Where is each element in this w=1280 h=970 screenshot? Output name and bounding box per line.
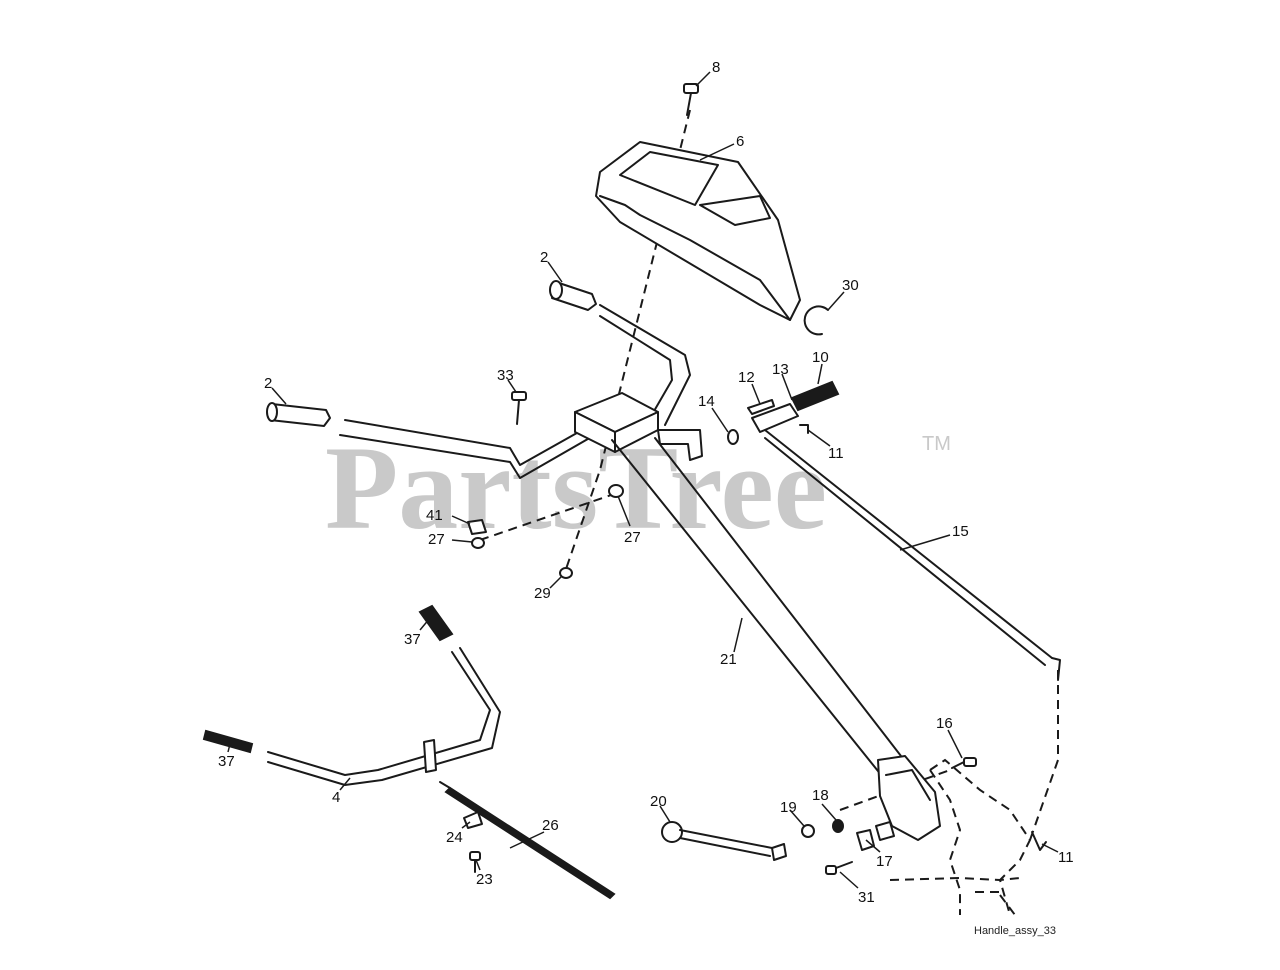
leader-lines — [227, 71, 1059, 889]
watermark-text: PartsTree — [325, 421, 827, 554]
callout-4: 4 — [332, 789, 340, 806]
cotter-pin-11 — [1031, 831, 1047, 851]
callout-13: 13 — [772, 361, 789, 378]
callout-labels: 8 6 2 30 2 33 12 13 10 14 11 15 41 27 27… — [218, 59, 1074, 906]
callout-37: 37 — [404, 631, 421, 648]
shift-rod-20 — [661, 821, 787, 861]
main-handle-tube-21 — [611, 437, 941, 841]
callout-33: 33 — [497, 367, 514, 384]
callout-6: 6 — [736, 133, 744, 150]
callout-26: 26 — [542, 817, 559, 834]
callout-21: 21 — [720, 651, 737, 668]
small-hardware — [467, 484, 624, 579]
callout-30: 30 — [842, 277, 859, 294]
callout-23: 23 — [476, 871, 493, 888]
pivot-hardware — [801, 757, 977, 875]
control-rod-15 — [764, 429, 1061, 681]
callout-27: 27 — [428, 531, 445, 548]
callout-20: 20 — [650, 793, 667, 810]
callout-2: 2 — [540, 249, 548, 266]
lower-drive-lever-4 — [202, 604, 501, 786]
handle-bracket — [574, 392, 703, 461]
transmission-outline — [889, 758, 1032, 916]
callout-11: 11 — [828, 445, 844, 462]
callout-27: 27 — [624, 529, 641, 546]
callout-12: 12 — [738, 369, 755, 386]
lever-pivot-parts — [727, 380, 840, 445]
callout-14: 14 — [698, 393, 715, 410]
callout-17: 17 — [876, 853, 893, 870]
bolt-33 — [511, 391, 527, 425]
watermark-trademark: TM — [922, 433, 951, 455]
callout-18: 18 — [812, 787, 829, 804]
callout-2: 2 — [264, 375, 272, 392]
bolt-8 — [683, 83, 699, 116]
callout-37: 37 — [218, 753, 235, 770]
clip-ring-30 — [803, 305, 829, 336]
handle-grip-right — [549, 280, 597, 311]
upper-handlebar — [339, 304, 691, 479]
callout-29: 29 — [534, 585, 551, 602]
console-cover — [595, 141, 801, 321]
callout-19: 19 — [780, 799, 797, 816]
callout-15: 15 — [952, 523, 969, 540]
callout-8: 8 — [712, 59, 720, 76]
callout-31: 31 — [858, 889, 875, 906]
diagram-caption: Handle_assy_33 — [974, 925, 1056, 937]
callout-41: 41 — [426, 507, 443, 524]
callout-10: 10 — [812, 349, 829, 366]
callout-16: 16 — [936, 715, 953, 732]
drive-cable-26 — [439, 781, 616, 900]
callout-11: 11 — [1058, 849, 1074, 866]
handle-grip-left — [266, 402, 331, 427]
callout-24: 24 — [446, 829, 463, 846]
